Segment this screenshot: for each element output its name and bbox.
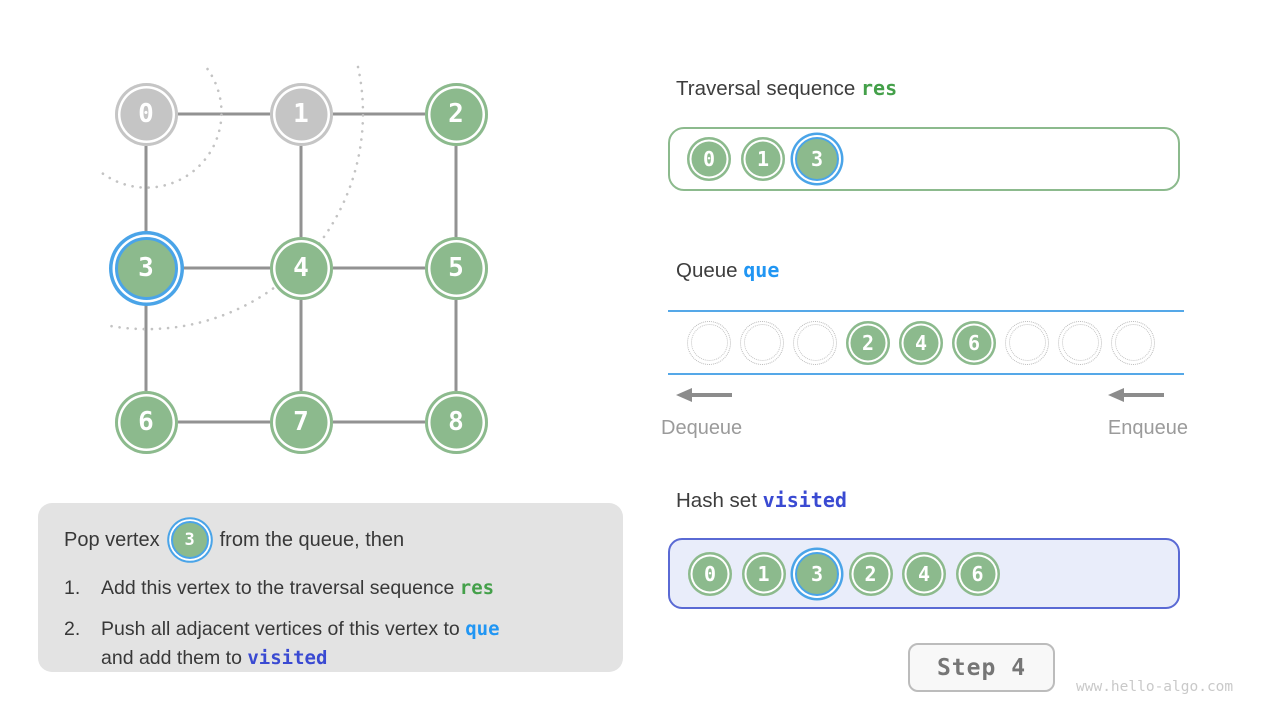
graph-vertex-1: 1 xyxy=(269,82,333,146)
graph-vertex-4: 4 xyxy=(269,236,333,300)
explanation-step-number: 2. xyxy=(64,617,81,640)
explanation-box: Pop vertex 3 from the queue, then 1. Add … xyxy=(38,503,623,672)
queue-empty-slot xyxy=(793,320,837,365)
enqueue-label: Enqueue xyxy=(1107,417,1188,439)
visited-circle-1: 1 xyxy=(741,551,786,596)
enqueue-left-arrow-icon xyxy=(1108,388,1164,402)
visited-circle-4: 4 xyxy=(902,551,946,596)
graph-panel: 0 1 2 3 4 5 6 7 8 xyxy=(0,0,580,490)
dequeue-left-arrow-icon xyxy=(676,388,732,402)
queue-empty-slot xyxy=(740,320,784,365)
visited-code-label: visited xyxy=(762,488,847,512)
queue-section-title: Queue que xyxy=(676,258,779,283)
explanation-step-1: 1. Add this vertex to the traversal seque… xyxy=(64,574,597,604)
que-code-inline: que xyxy=(465,617,500,640)
explanation-step-text: Add this vertex to the traversal sequenc… xyxy=(101,577,495,599)
res-code-label: res xyxy=(860,76,898,100)
queue-empty-slot xyxy=(1005,320,1049,365)
explanation-intro-before: Pop vertex xyxy=(64,528,160,551)
res-code-inline: res xyxy=(459,577,495,599)
graph-vertex-6: 6 xyxy=(114,390,178,454)
queue-empty-slot xyxy=(1111,320,1155,365)
que-code-label: que xyxy=(743,258,780,282)
res-circle-1: 1 xyxy=(741,137,785,181)
step-button[interactable]: Step 4 xyxy=(908,643,1055,692)
visited-section-title: Hash set visited xyxy=(676,488,847,513)
graph-vertex-0: 0 xyxy=(114,82,178,146)
res-circle-3: 3 xyxy=(795,137,839,181)
graph-vertex-3: 3 xyxy=(114,236,178,300)
explanation-step-number: 1. xyxy=(64,577,81,599)
queue-empty-slot xyxy=(1058,320,1102,365)
visited-title-text: Hash set xyxy=(676,489,757,512)
dequeue-label: Dequeue xyxy=(661,417,743,439)
visited-circle-0: 0 xyxy=(688,551,732,596)
queue-empty-slot xyxy=(687,320,731,365)
visited-circle-6: 6 xyxy=(955,551,1000,596)
queue-circle-6: 6 xyxy=(952,320,996,365)
explanation-steps: 1. Add this vertex to the traversal seque… xyxy=(64,574,597,674)
explanation-intro: Pop vertex 3 from the queue, then xyxy=(64,517,597,563)
explanation-step-2: 2. Push all adjacent vertices of this ver… xyxy=(64,615,597,674)
watermark: www.hello-algo.com xyxy=(1076,679,1234,695)
popped-vertex-circle: 3 xyxy=(170,521,209,559)
step-button-label: Step 4 xyxy=(936,654,1027,681)
res-section-title: Traversal sequence res xyxy=(676,76,897,101)
res-title-text: Traversal sequence xyxy=(676,77,856,100)
graph-vertex-8: 8 xyxy=(424,390,488,454)
graph-vertex-5: 5 xyxy=(424,236,488,300)
graph-vertex-2: 2 xyxy=(424,82,488,146)
queue-circle-2: 2 xyxy=(846,320,890,365)
visited-circle-3: 3 xyxy=(795,551,839,596)
res-circle-0: 0 xyxy=(687,137,731,181)
bfs-wave-dotted-arc xyxy=(103,65,365,331)
bfs-wave-dotted-arc xyxy=(100,67,223,189)
graph-vertex-7: 7 xyxy=(269,390,333,454)
queue-title-text: Queue xyxy=(676,259,738,282)
visited-circle-2: 2 xyxy=(848,551,893,596)
explanation-intro-after: from the queue, then xyxy=(219,528,405,551)
visited-code-inline: visited xyxy=(247,647,328,670)
queue-circle-4: 4 xyxy=(899,320,943,365)
explanation-step-text: Push all adjacent vertices of this verte… xyxy=(101,617,500,670)
